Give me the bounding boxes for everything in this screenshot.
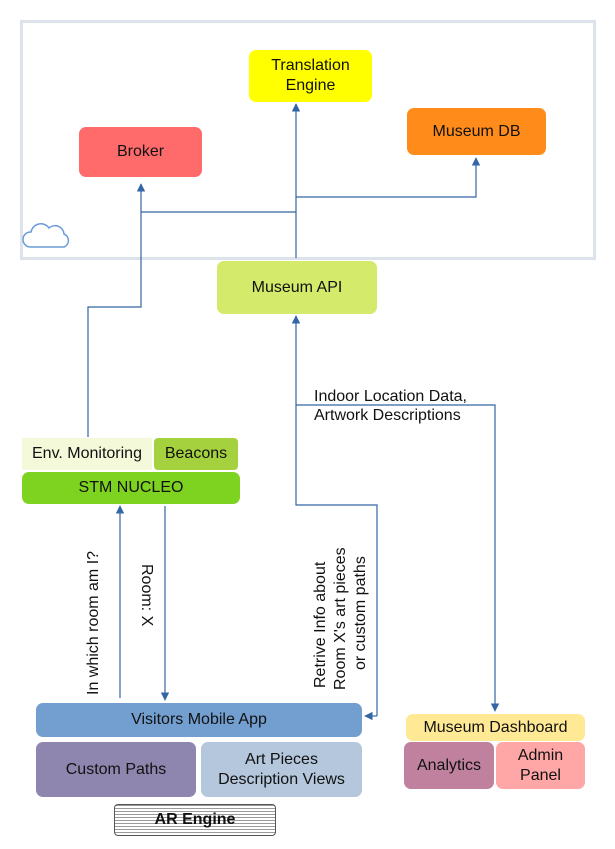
- edge-env-broker: [87, 212, 142, 437]
- broker-node[interactable]: Broker: [79, 127, 202, 177]
- analytics-node[interactable]: Analytics: [404, 742, 494, 789]
- edge-label-app-api-line1: Retrive Info about: [312, 561, 329, 688]
- edge-label-nucleo-app: Room: X: [138, 564, 155, 627]
- visitors-mobile-app-node[interactable]: Visitors Mobile App: [36, 703, 362, 737]
- ar-engine-label: AR Engine: [154, 811, 236, 828]
- edge-app-api: [291, 315, 378, 716]
- edge-label-app-nucleo: In which room am I?: [85, 550, 102, 695]
- cloud-boundary: [20, 20, 596, 260]
- edge-bus-db: [296, 157, 481, 198]
- translation-engine-node[interactable]: Translation Engine: [249, 50, 372, 102]
- beacons-node[interactable]: Beacons: [154, 438, 238, 470]
- edge-label-app-api-line2: Room X's art pieces: [332, 547, 349, 690]
- env-monitoring-node[interactable]: Env. Monitoring: [22, 438, 152, 470]
- art-pieces-views-node[interactable]: Art Pieces Description Views: [201, 742, 362, 797]
- ar-engine-node[interactable]: AR Engine: [114, 804, 276, 836]
- edge-label-api-dashboard: Indoor Location Data, Artwork Descriptio…: [314, 388, 467, 425]
- stm-nucleo-node[interactable]: STM NUCLEO: [22, 472, 240, 504]
- museum-db-node[interactable]: Museum DB: [407, 108, 546, 155]
- edge-api-dashboard: [296, 404, 500, 712]
- museum-dashboard-node[interactable]: Museum Dashboard: [406, 714, 585, 741]
- admin-panel-node[interactable]: Admin Panel: [496, 742, 585, 789]
- museum-api-node[interactable]: Museum API: [217, 261, 377, 314]
- custom-paths-node[interactable]: Custom Paths: [36, 742, 196, 797]
- edge-label-app-api-line3: or custom paths: [352, 556, 369, 670]
